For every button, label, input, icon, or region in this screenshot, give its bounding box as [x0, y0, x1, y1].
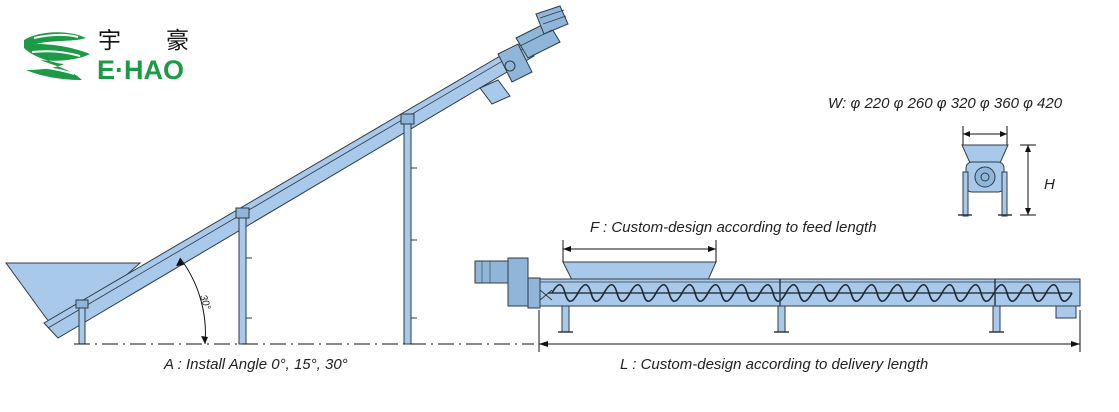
horizontal-screw-conveyor: F : Custom-design according to feed leng…	[474, 219, 1081, 373]
feed-length-label: F : Custom-design according to feed leng…	[590, 219, 877, 236]
feed-length-dimension	[562, 240, 717, 262]
inclined-drive-motor	[497, 5, 569, 83]
feed-hopper	[562, 261, 717, 281]
cross-section-view: W: φ 220 φ 260 φ 320 φ 360 φ 420 H	[828, 95, 1063, 217]
horizontal-discharge	[1055, 305, 1077, 319]
screw-flight	[551, 283, 1073, 303]
logo-chinese-char-2: 豪	[166, 28, 189, 54]
inclined-tube	[43, 41, 535, 339]
height-label: H	[1044, 176, 1055, 193]
logo-chinese-char-1: 宇	[98, 28, 121, 54]
logo-brand-name: E·HAO	[97, 55, 184, 85]
angle-arc	[179, 257, 206, 345]
install-angle-label: A : Install Angle 0°, 15°, 30°	[163, 356, 348, 373]
diameter-options-label: W: φ 220 φ 260 φ 320 φ 360 φ 420	[828, 95, 1063, 112]
delivery-length-dimension	[538, 310, 1081, 352]
horizontal-support-leg	[777, 305, 786, 333]
inclined-screw-conveyor: 30° A : Install Angle 0°, 15°, 30°	[5, 5, 569, 373]
section-hopper	[961, 144, 1009, 164]
horizontal-support-leg	[992, 305, 1001, 333]
delivery-length-label: L : Custom-design according to delivery …	[620, 356, 928, 373]
horizontal-drive-motor	[474, 257, 553, 309]
angle-marker-label: 30°	[197, 294, 212, 312]
horizontal-support-leg	[561, 305, 570, 333]
inclined-discharge	[479, 79, 511, 105]
section-screw	[974, 166, 996, 188]
inclined-support-leg	[400, 113, 417, 345]
logo-mark-icon	[24, 32, 90, 80]
logo: 宇 豪 E·HAO	[24, 28, 189, 85]
